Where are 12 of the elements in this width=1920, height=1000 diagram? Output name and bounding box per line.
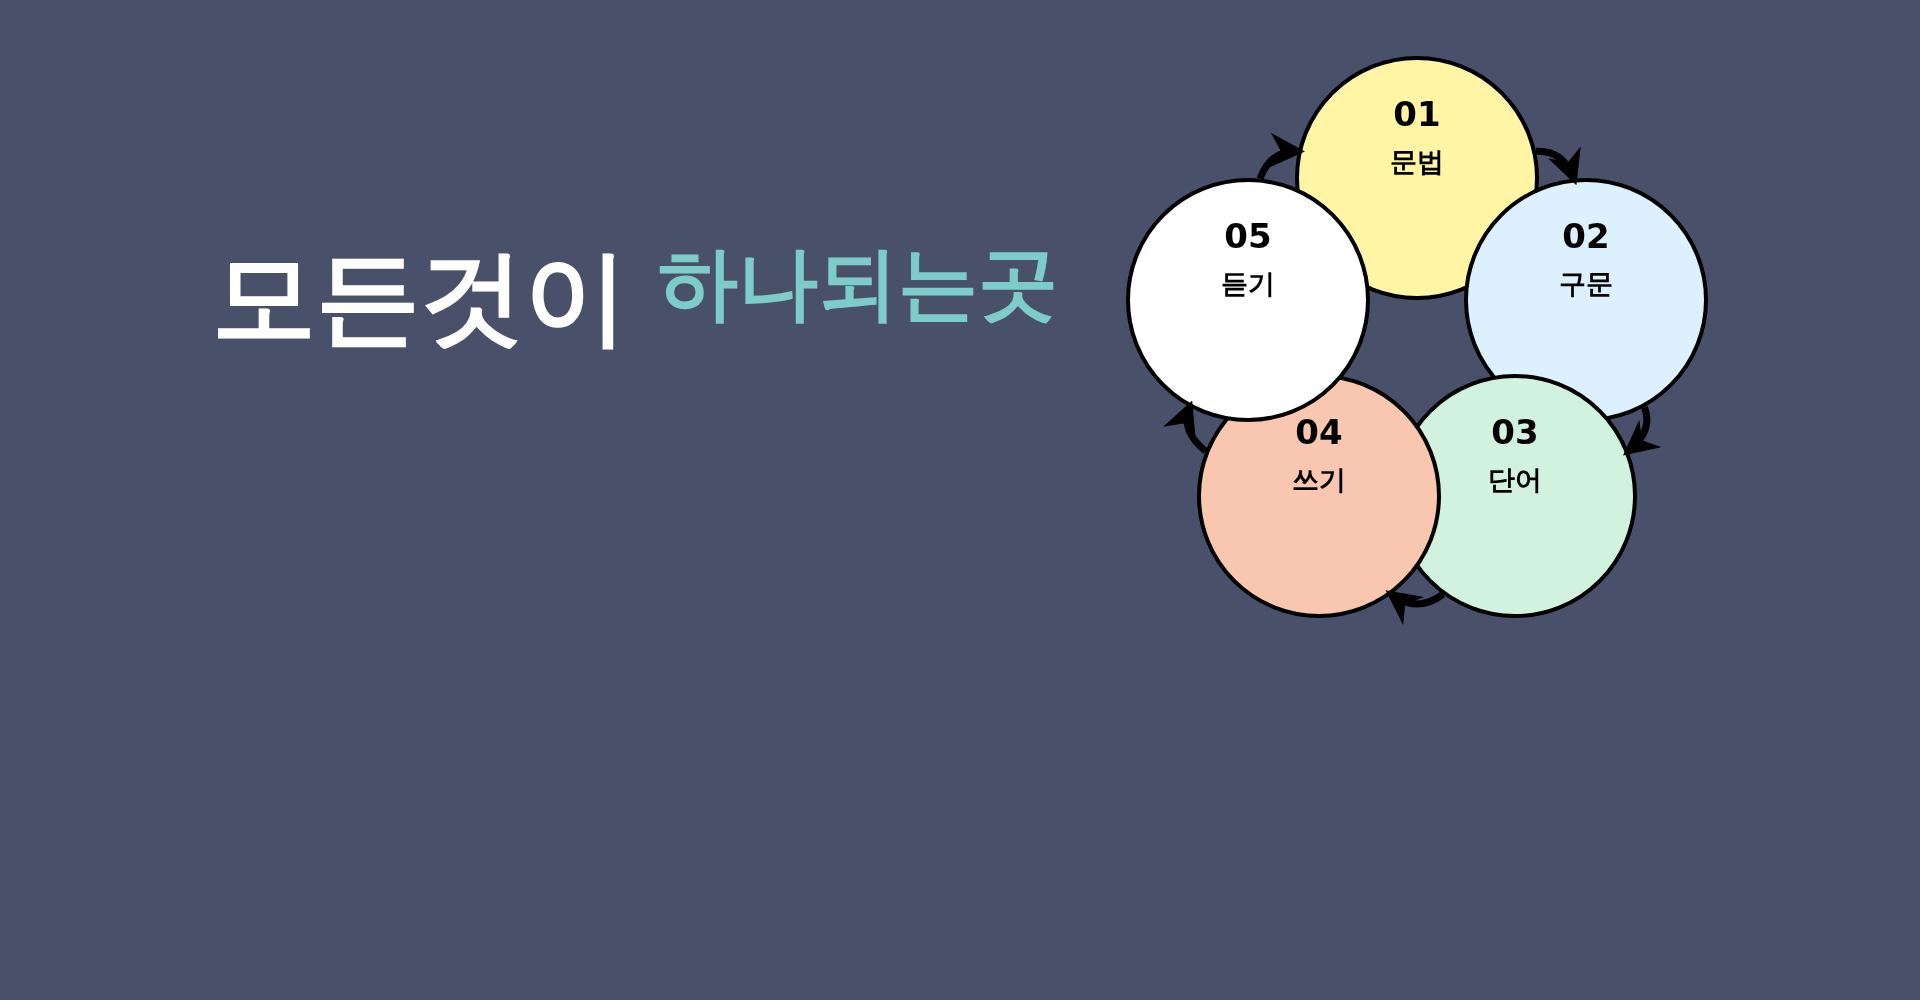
title-highlight: 하나되는곳 [658, 240, 1058, 328]
step-number: 01 [1393, 94, 1441, 134]
step-label: 듣기 [1221, 267, 1275, 301]
title: 모든것이 [212, 240, 628, 355]
step-number: 05 [1224, 216, 1272, 256]
step-number: 02 [1562, 216, 1610, 256]
step-label: 문법 [1390, 145, 1444, 179]
step-label: 쓰기 [1292, 463, 1346, 497]
step-label: 구문 [1559, 267, 1613, 301]
step-number: 04 [1295, 412, 1343, 452]
step-label: 단어 [1488, 463, 1542, 497]
step-number: 03 [1491, 412, 1539, 452]
